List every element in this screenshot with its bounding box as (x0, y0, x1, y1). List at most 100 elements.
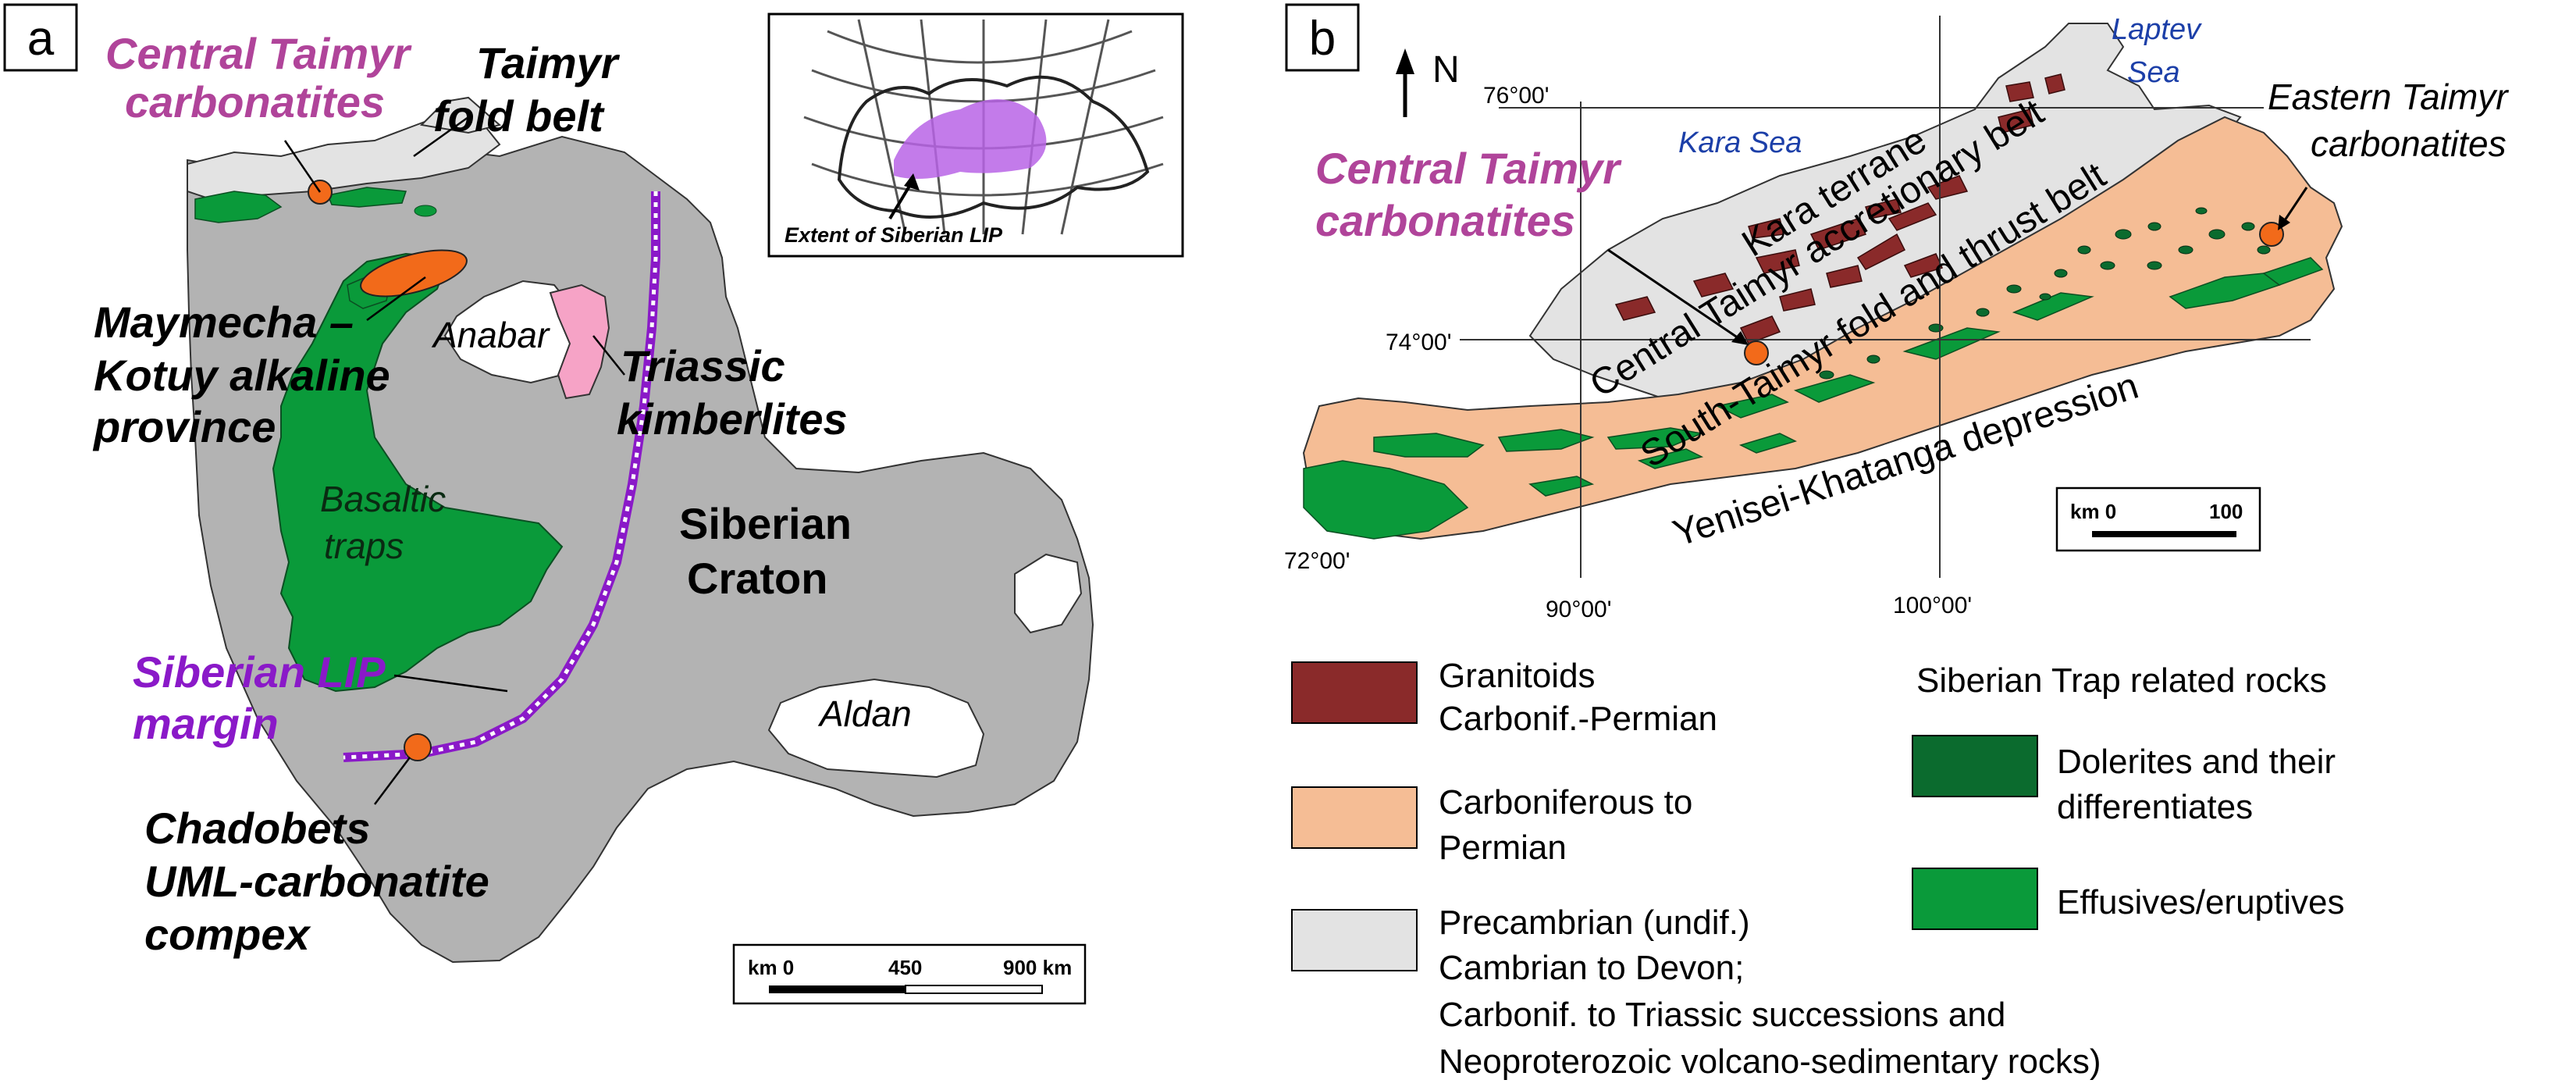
legend-dolerites-2: differentiates (2057, 788, 2253, 826)
aldan-shield-area (767, 678, 985, 779)
scale-b-0: km 0 (2070, 500, 2116, 523)
scale-a-white-segment (905, 985, 1043, 994)
scale-a-900: 900 km (1003, 956, 1072, 979)
scale-bar-a: km 0 450 900 km (732, 943, 1087, 1005)
aldan-label: Aldan (817, 693, 912, 734)
legend-trap-header: Siberian Trap related rocks (1916, 661, 2327, 700)
central-taimyr-arrow-b (1607, 248, 1742, 341)
chadobets-label-2: UML-carbonatite (144, 857, 489, 906)
taimyr-fold-label-1: Taimyr (476, 38, 621, 87)
panel-b: b N (1284, 3, 2509, 1081)
taimyr-fold-label-2: fold belt (433, 91, 605, 141)
lat-74-label: 74°00' (1386, 330, 1451, 355)
legend-swatch-precambrian (1291, 909, 1418, 971)
maymecha-label-3: province (92, 402, 276, 451)
legend-precambrian-1: Precambrian (undif.) (1439, 903, 1750, 942)
laptev-sea-label-1: Laptev (2112, 13, 2202, 46)
legend-carboniferous-1: Carboniferous to (1439, 783, 1692, 821)
legend-dolerites-1: Dolerites and their (2057, 743, 2336, 781)
chadobets-dot (404, 733, 432, 761)
lip-margin-label-2: margin (133, 699, 279, 748)
legend-granitoids-1: Granitoids (1439, 657, 1596, 695)
legend-swatch-granitoids (1291, 661, 1418, 724)
eastern-taimyr-dot (2259, 222, 2284, 247)
taimyr-effusives-2 (326, 187, 407, 208)
anabar-label: Anabar (431, 315, 550, 355)
legend-swatch-carboniferous (1291, 786, 1418, 849)
basaltic-label-2: traps (324, 526, 404, 566)
siberian-craton-label-1: Siberian (679, 499, 852, 548)
inset-siberian-lip-extent (894, 99, 1047, 179)
chadobets-leader (374, 757, 411, 805)
panel-b-label-box (1285, 3, 1360, 72)
triassic-label-1: Triassic (621, 341, 785, 390)
scale-b-100: 100 (2209, 500, 2243, 523)
legend-swatch-dolerites (1912, 735, 2038, 797)
granitoid-bodies (1614, 73, 2065, 344)
central-taimyr-leader (283, 140, 322, 193)
lip-margin-label-1: Siberian LIP (133, 647, 386, 697)
lon-100-label: 100°00' (1893, 593, 1972, 618)
triassic-label-2: kimberlites (617, 394, 848, 444)
taimyr-effusives-3 (414, 205, 437, 217)
scale-a-black-segment (769, 985, 906, 993)
panel-a: a (3, 3, 1184, 1005)
dolerite-bodies (1819, 207, 2271, 380)
scale-a-450: 450 (888, 956, 922, 979)
kara-sea-label: Kara Sea (1678, 127, 1802, 159)
effusives-bodies (1303, 257, 2324, 540)
kimberlite-leader (592, 335, 625, 376)
inset-caption: Extent of Siberian LIP (785, 223, 1003, 247)
lip-margin-leader (393, 674, 508, 693)
scale-bar-b: km 0 100 (2055, 486, 2261, 552)
legend-precambrian-3: Carbonif. to Triassic successions and (1439, 996, 2005, 1034)
laptev-sea-label-2: Sea (2127, 56, 2180, 89)
inset-coastline (837, 75, 1150, 219)
eastern-taimyr-arrow (2282, 187, 2308, 223)
graticule (1460, 16, 2311, 578)
legend-granitoids-2: Carbonif.-Permian (1439, 700, 1717, 738)
eastern-taimyr-label-1: Eastern Taimyr (2268, 77, 2509, 117)
legend-effusives: Effusives/eruptives (2057, 883, 2344, 921)
maymecha-kotuy-province (360, 249, 468, 298)
central-taimyr-arrow-b-head (1731, 331, 1749, 345)
lat-72-label: 72°00' (1284, 548, 1350, 574)
legend-precambrian-2: Cambrian to Devon; (1439, 949, 1744, 987)
eastern-taimyr-arrow-head (2278, 215, 2290, 230)
inset-arrow-head (904, 173, 920, 191)
basaltic-label-1: Basaltic (320, 479, 446, 519)
legend: Granitoids Carbonif.-Permian Carbonifero… (1291, 657, 2344, 1081)
central-taimyr-label-1: Central Taimyr (105, 29, 412, 78)
chadobets-label-1: Chadobets (144, 804, 370, 853)
north-label: N (1432, 49, 1460, 91)
lat-76-label: 76°00' (1483, 83, 1549, 109)
siberian-lip-margin-dots (343, 191, 658, 760)
inset-graticule-arcs (803, 30, 1164, 197)
central-taimyr-b-label-2: carbonatites (1315, 196, 1575, 245)
siberian-craton-label-2: Craton (687, 554, 827, 603)
lon-90-label: 90°00' (1546, 597, 1611, 622)
north-arrow-head (1396, 48, 1414, 74)
taimyr-top-fringe (419, 96, 502, 134)
central-taimyr-b-label-1: Central Taimyr (1315, 144, 1622, 193)
eastern-notch (1014, 553, 1083, 634)
taimyr-fold-leader (413, 116, 469, 158)
legend-precambrian-4: Neoproterozoic volcano-sedimentary rocks… (1439, 1042, 2101, 1081)
maymecha-label-2: Kotuy alkaline (94, 351, 390, 400)
chadobets-label-3: compex (144, 910, 311, 959)
panel-a-label-box (3, 3, 78, 72)
legend-swatch-effusives (1912, 868, 2038, 930)
maymecha-label-1: Maymecha – (94, 298, 354, 347)
central-taimyr-dot-b (1744, 340, 1769, 365)
taimyr-effusives (194, 191, 283, 223)
panel-b-label: b (1309, 12, 1336, 66)
inset-map: Extent of Siberian LIP (767, 12, 1184, 258)
maymecha-leader (366, 276, 426, 322)
eastern-taimyr-label-2: carbonatites (2311, 123, 2507, 164)
central-taimyr-label-2: carbonatites (125, 77, 385, 127)
triassic-kimberlites-area (549, 283, 610, 400)
scale-b-bar (2092, 531, 2236, 537)
legend-carboniferous-2: Permian (1439, 829, 1567, 867)
scale-bar-b-frame (2055, 486, 2261, 552)
